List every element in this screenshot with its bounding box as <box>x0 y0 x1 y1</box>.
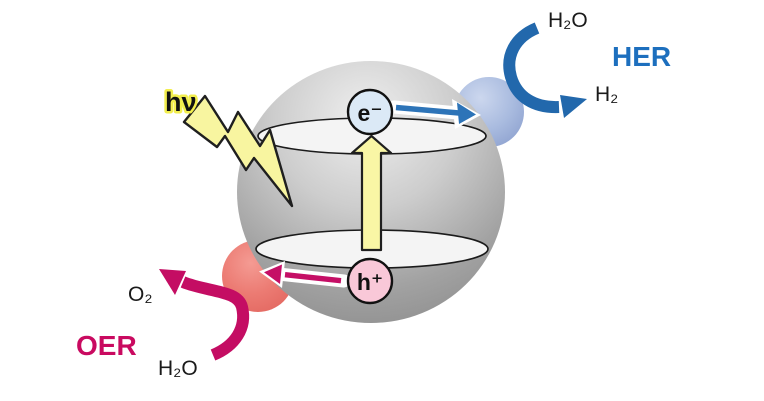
hole-circle <box>346 257 394 305</box>
oer-arrow-head <box>159 269 186 295</box>
electron-label: e⁻ <box>358 100 383 126</box>
her-arrow-curve <box>503 22 560 114</box>
oer-title: OER <box>76 330 137 361</box>
electron-arrow-shaft <box>395 104 460 116</box>
hole-arrow-head <box>264 264 282 284</box>
excitation-arrow <box>350 134 393 252</box>
her-reaction-arrow <box>503 22 587 118</box>
electron-arrow-head <box>457 102 476 124</box>
oer-reaction-arrow <box>159 269 250 361</box>
her-title: HER <box>612 41 671 72</box>
electron-transfer-arrow <box>387 99 481 129</box>
oer-reactant-label: H₂O <box>158 357 198 380</box>
lightning-bolt-icon <box>182 94 294 208</box>
hole-arrow-shaft <box>284 271 342 284</box>
photon-label: hν <box>165 87 197 117</box>
her-reactant-label: H₂O <box>548 9 588 32</box>
oer-arrow-curve <box>180 276 250 361</box>
hole-label: h⁺ <box>357 269 383 295</box>
hole-transfer-arrow <box>259 261 351 288</box>
oer-product-label: O₂ <box>128 283 153 306</box>
her-arrow-head <box>560 95 587 118</box>
her-product-label: H₂ <box>595 83 618 106</box>
electron-circle <box>346 88 394 136</box>
